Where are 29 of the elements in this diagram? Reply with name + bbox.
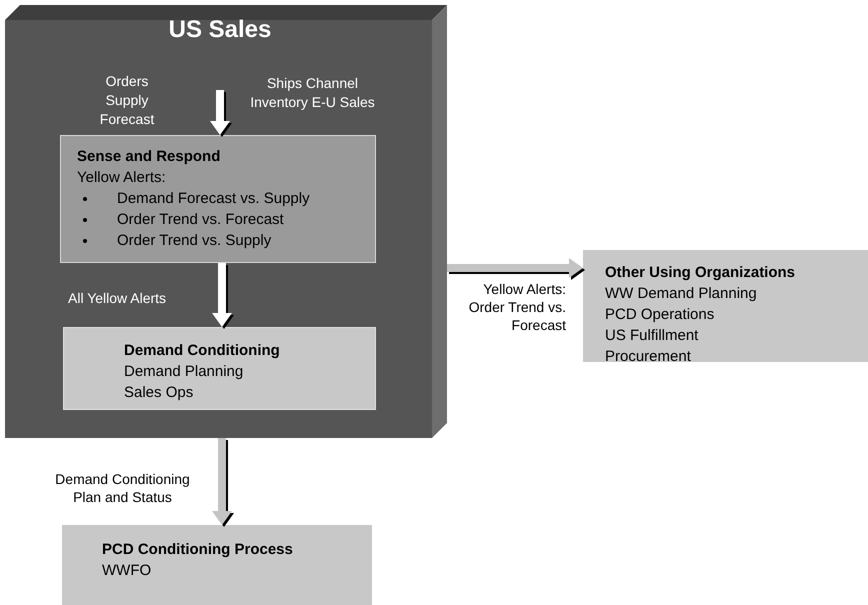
box-heading: Demand Conditioning [124, 341, 280, 361]
process-box [62, 525, 372, 605]
process-box [60, 135, 376, 263]
edge-label: Demand Conditioning Plan and Status [54, 470, 191, 506]
box-heading: PCD Conditioning Process [102, 540, 293, 560]
box-text: US Fulfillment [605, 326, 698, 346]
box-text: WW Demand Planning [605, 284, 757, 304]
box-heading: Other Using Organizations [605, 263, 796, 283]
box-text: PCD Operations [605, 305, 714, 325]
block-arrow [210, 90, 230, 135]
box-title: US Sales [168, 15, 272, 45]
list-item: Order Trend vs. Forecast [117, 210, 284, 230]
block-arrow [212, 263, 232, 327]
block-arrow [212, 438, 232, 525]
list-item: Demand Forecast vs. Supply [117, 189, 310, 209]
flow-label: Ships Channel Inventory E-U Sales [250, 74, 375, 112]
box-text: Demand Planning [124, 362, 244, 382]
list-item: Order Trend vs. Supply [117, 231, 272, 251]
edge-label: All Yellow Alerts [68, 289, 168, 308]
box-text: Yellow Alerts: [77, 168, 166, 188]
process-box [583, 250, 868, 362]
box-heading: Sense and Respond [77, 147, 220, 167]
process-box [63, 327, 376, 410]
box-text: Procurement [605, 347, 691, 367]
box-text: WWFO [102, 561, 152, 581]
box-text: Sales Ops [124, 383, 194, 403]
flow-label: Orders Supply Forecast [98, 72, 156, 129]
edge-label: Yellow Alerts: Order Trend vs. Forecast [468, 280, 566, 334]
block-arrow [447, 258, 583, 278]
